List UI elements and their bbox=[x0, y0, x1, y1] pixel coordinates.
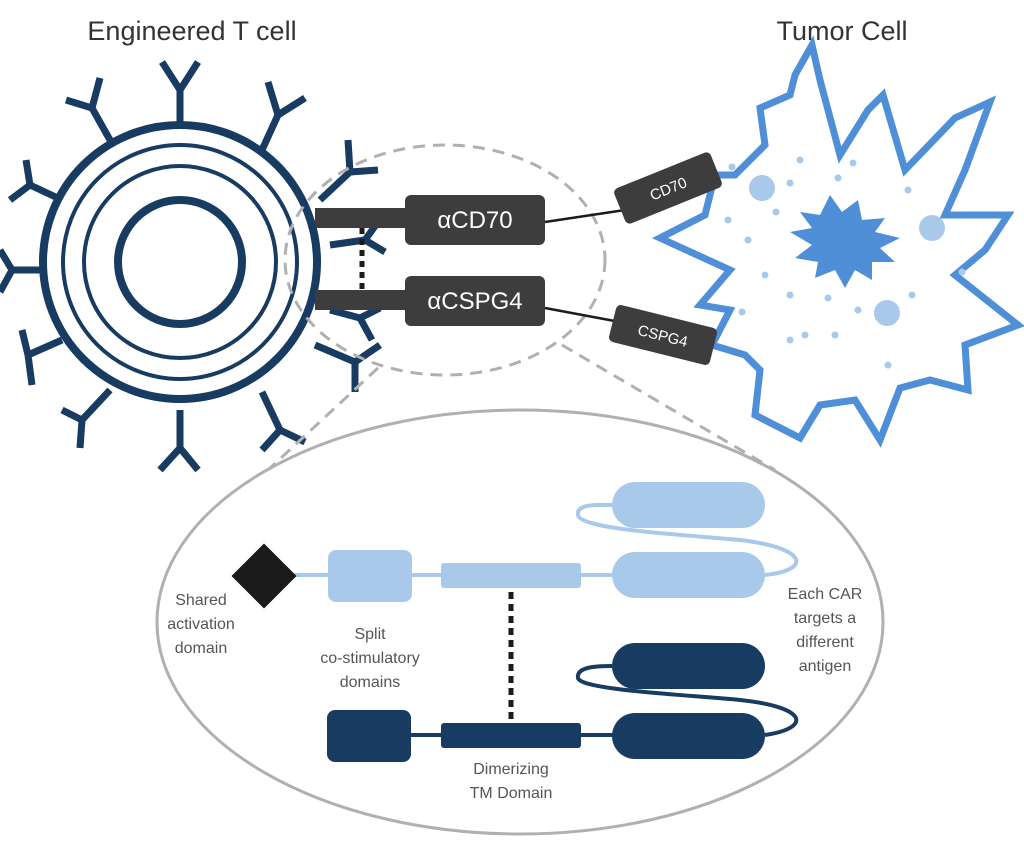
label-dimerizing-tm: Dimerizing TM Domain bbox=[470, 761, 553, 802]
light-binder-lower bbox=[612, 552, 765, 598]
label-shared-activation: Shared activation domain bbox=[167, 592, 235, 657]
tumor-cell bbox=[651, 35, 1024, 448]
shared-activation-diamond bbox=[231, 543, 297, 609]
svg-text:TM Domain: TM Domain bbox=[470, 785, 553, 802]
svg-text:co-stimulatory: co-stimulatory bbox=[320, 650, 420, 667]
detail-dark-car bbox=[327, 643, 799, 762]
label-split-costim: Split co-stimulatory domains bbox=[320, 626, 420, 691]
t-cell bbox=[0, 60, 387, 473]
label-each-car: Each CAR targets a different antigen bbox=[788, 586, 863, 675]
light-tm-domain bbox=[441, 563, 581, 588]
binding-line-cspg4 bbox=[544, 306, 621, 324]
zoom-guide-left bbox=[253, 366, 380, 484]
detail-light-car bbox=[231, 482, 799, 609]
light-linker-loop bbox=[576, 502, 799, 577]
svg-text:Shared: Shared bbox=[175, 592, 227, 609]
binding-line-cd70 bbox=[544, 208, 626, 224]
svg-text:Each CAR: Each CAR bbox=[788, 586, 863, 603]
svg-text:activation: activation bbox=[167, 616, 235, 633]
car-receptors: αCD70 αCSPG4 bbox=[315, 195, 545, 326]
receptor-box-cspg4 bbox=[405, 276, 545, 326]
svg-text:different: different bbox=[796, 634, 854, 651]
receptor-box-cd70 bbox=[405, 195, 545, 245]
tumor-cell-title: Tumor Cell bbox=[776, 16, 907, 46]
tumor-vesicles bbox=[749, 175, 945, 326]
antigen-cd70: CD70 bbox=[614, 152, 722, 224]
car-bottom-stalk bbox=[315, 290, 410, 310]
car-top-stalk bbox=[315, 208, 410, 228]
svg-text:domain: domain bbox=[175, 640, 227, 657]
zoom-region-ellipse bbox=[283, 143, 607, 377]
svg-text:antigen: antigen bbox=[799, 658, 852, 675]
svg-text:domains: domains bbox=[340, 674, 400, 691]
t-cell-title: Engineered T cell bbox=[87, 16, 296, 46]
antigen-cspg4: CSPG4 bbox=[609, 305, 717, 365]
receptor-label-cspg4: αCSPG4 bbox=[427, 288, 522, 315]
receptor-label-cd70: αCD70 bbox=[437, 207, 512, 234]
t-cell-membrane-ring-2 bbox=[61, 143, 299, 381]
dark-linker-loop bbox=[576, 664, 799, 737]
light-binder-upper bbox=[612, 482, 765, 528]
light-costim-domain bbox=[328, 550, 412, 602]
zoom-guide-right bbox=[561, 343, 776, 472]
dark-costim-domain bbox=[327, 710, 411, 762]
dark-binder-upper bbox=[612, 643, 765, 689]
svg-text:Split: Split bbox=[354, 626, 386, 643]
t-cell-nucleus bbox=[114, 196, 246, 328]
dark-binder-lower bbox=[612, 713, 765, 759]
t-cell-membrane-ring-3 bbox=[82, 164, 278, 360]
svg-text:targets a: targets a bbox=[794, 610, 856, 627]
dark-tm-domain bbox=[441, 723, 581, 748]
tumor-granules bbox=[724, 156, 966, 369]
svg-text:Dimerizing: Dimerizing bbox=[473, 761, 549, 778]
tumor-cell-nucleus bbox=[790, 195, 900, 288]
